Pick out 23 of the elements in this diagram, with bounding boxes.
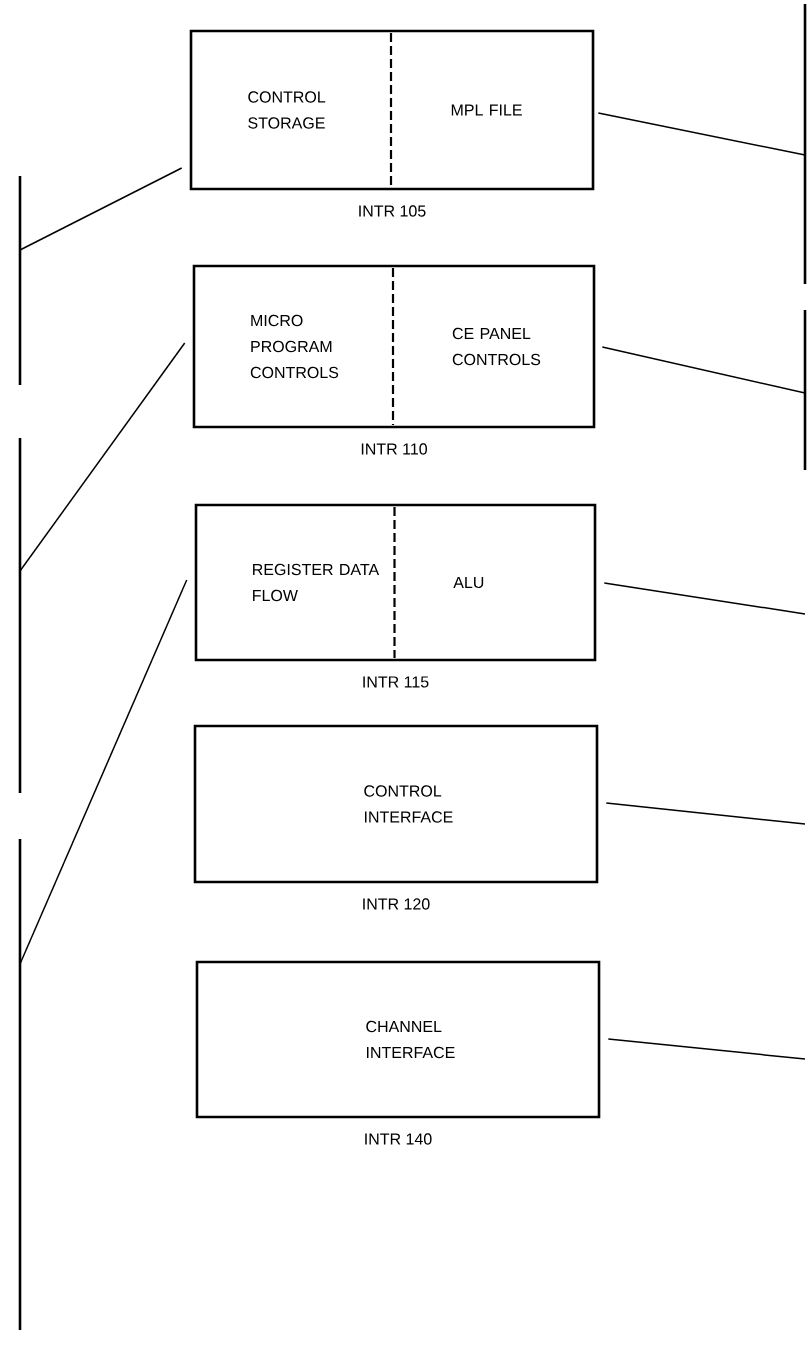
leader-line	[605, 802, 806, 825]
box-caption: INTR 105	[359, 205, 426, 217]
box-caption: INTR 140	[365, 1133, 432, 1145]
bracket-bar	[803, 4, 807, 284]
box-caption: INTR 120	[363, 898, 430, 910]
process-box: CONTROL INTERFACE	[193, 724, 599, 884]
box-caption: INTR 115	[363, 676, 429, 688]
leader-line	[603, 582, 806, 615]
process-box: CHANNEL INTERFACE	[195, 960, 601, 1119]
box-caption: INTR 110	[361, 443, 427, 455]
bracket-bar	[18, 839, 22, 1330]
bracket-bar	[803, 310, 807, 470]
leader-line	[19, 342, 186, 572]
bracket-bar	[18, 176, 22, 385]
split-box: CONTROL STORAGE MPL FILE	[189, 29, 595, 191]
leader-line	[601, 346, 806, 394]
split-box: REGISTER DATA FLOW ALU	[194, 503, 597, 662]
leader-line	[597, 112, 806, 156]
split-box: MICRO PROGRAM CONTROLS CE PANEL CONTROLS	[192, 264, 596, 429]
leader-line	[19, 167, 183, 251]
leader-line	[19, 579, 188, 965]
leader-line	[607, 1038, 806, 1060]
bracket-bar	[18, 438, 22, 793]
